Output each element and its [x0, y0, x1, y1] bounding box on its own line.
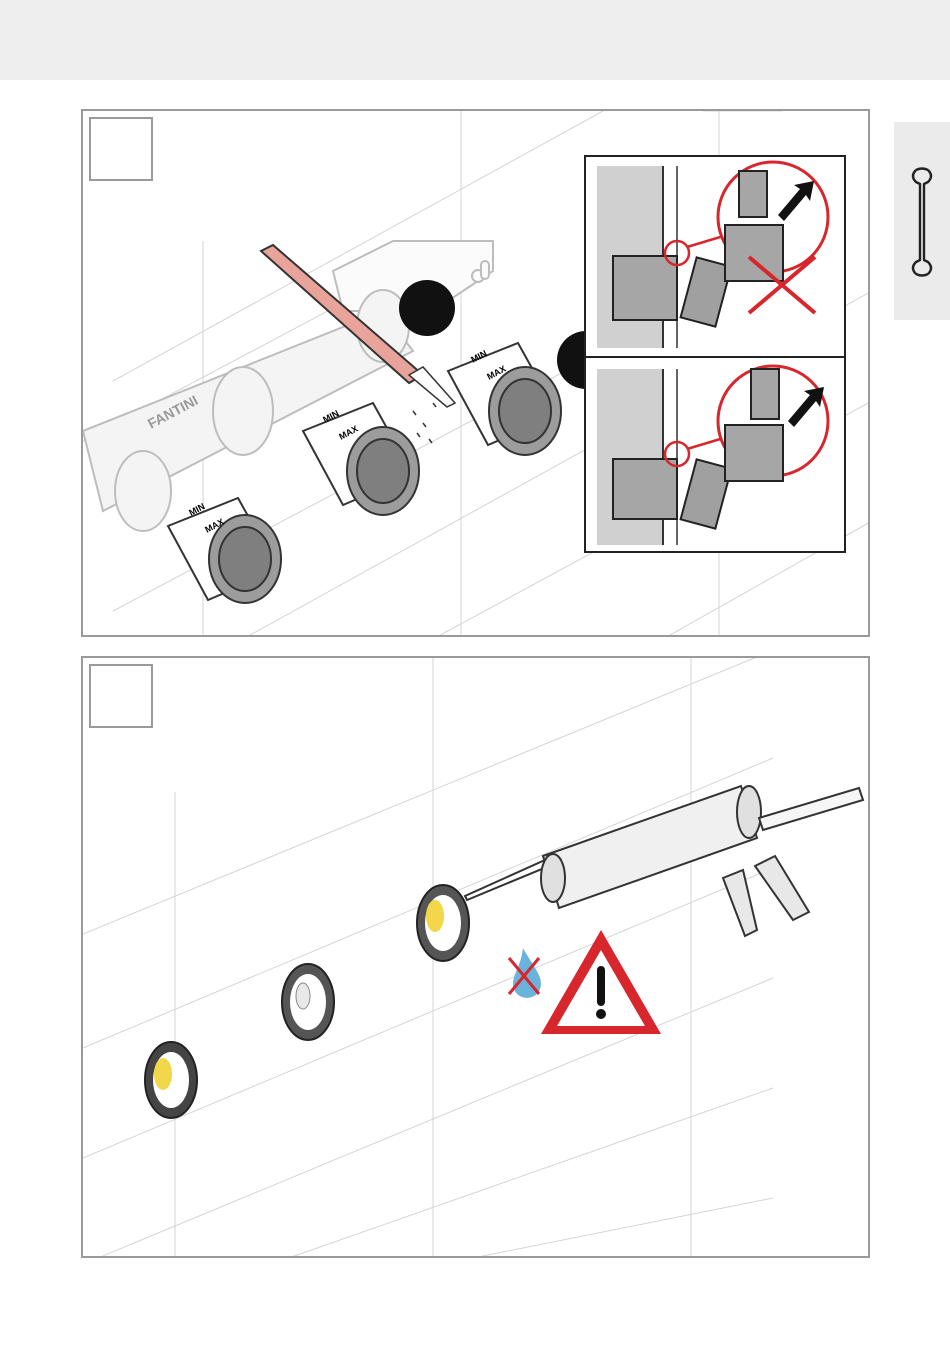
cut-point-marker [399, 280, 455, 336]
step-1-illustration: FANTINI MIN MAX MIN MAX MIN MAX [83, 111, 870, 637]
wrench-icon [894, 122, 950, 320]
protective-cap-3: MIN MAX [448, 343, 561, 455]
step-2-panel [81, 656, 870, 1258]
step-2-illustration [83, 658, 870, 1258]
protective-cap-1: MIN MAX [168, 498, 281, 603]
no-water-icon [509, 948, 541, 998]
seal-ring-2 [282, 964, 334, 1040]
side-tab[interactable] [894, 122, 950, 320]
header-bar [0, 0, 950, 80]
step-number-box [89, 117, 153, 181]
step-1-panel: FANTINI MIN MAX MIN MAX MIN MAX [81, 109, 870, 637]
step-number-box [89, 664, 153, 728]
seal-ring-1 [145, 1042, 197, 1118]
seal-ring-3 [417, 885, 469, 961]
protective-cap-2: MIN MAX [303, 403, 419, 515]
warning-triangle-icon [541, 930, 661, 1034]
cut-flush-detail [585, 156, 845, 552]
